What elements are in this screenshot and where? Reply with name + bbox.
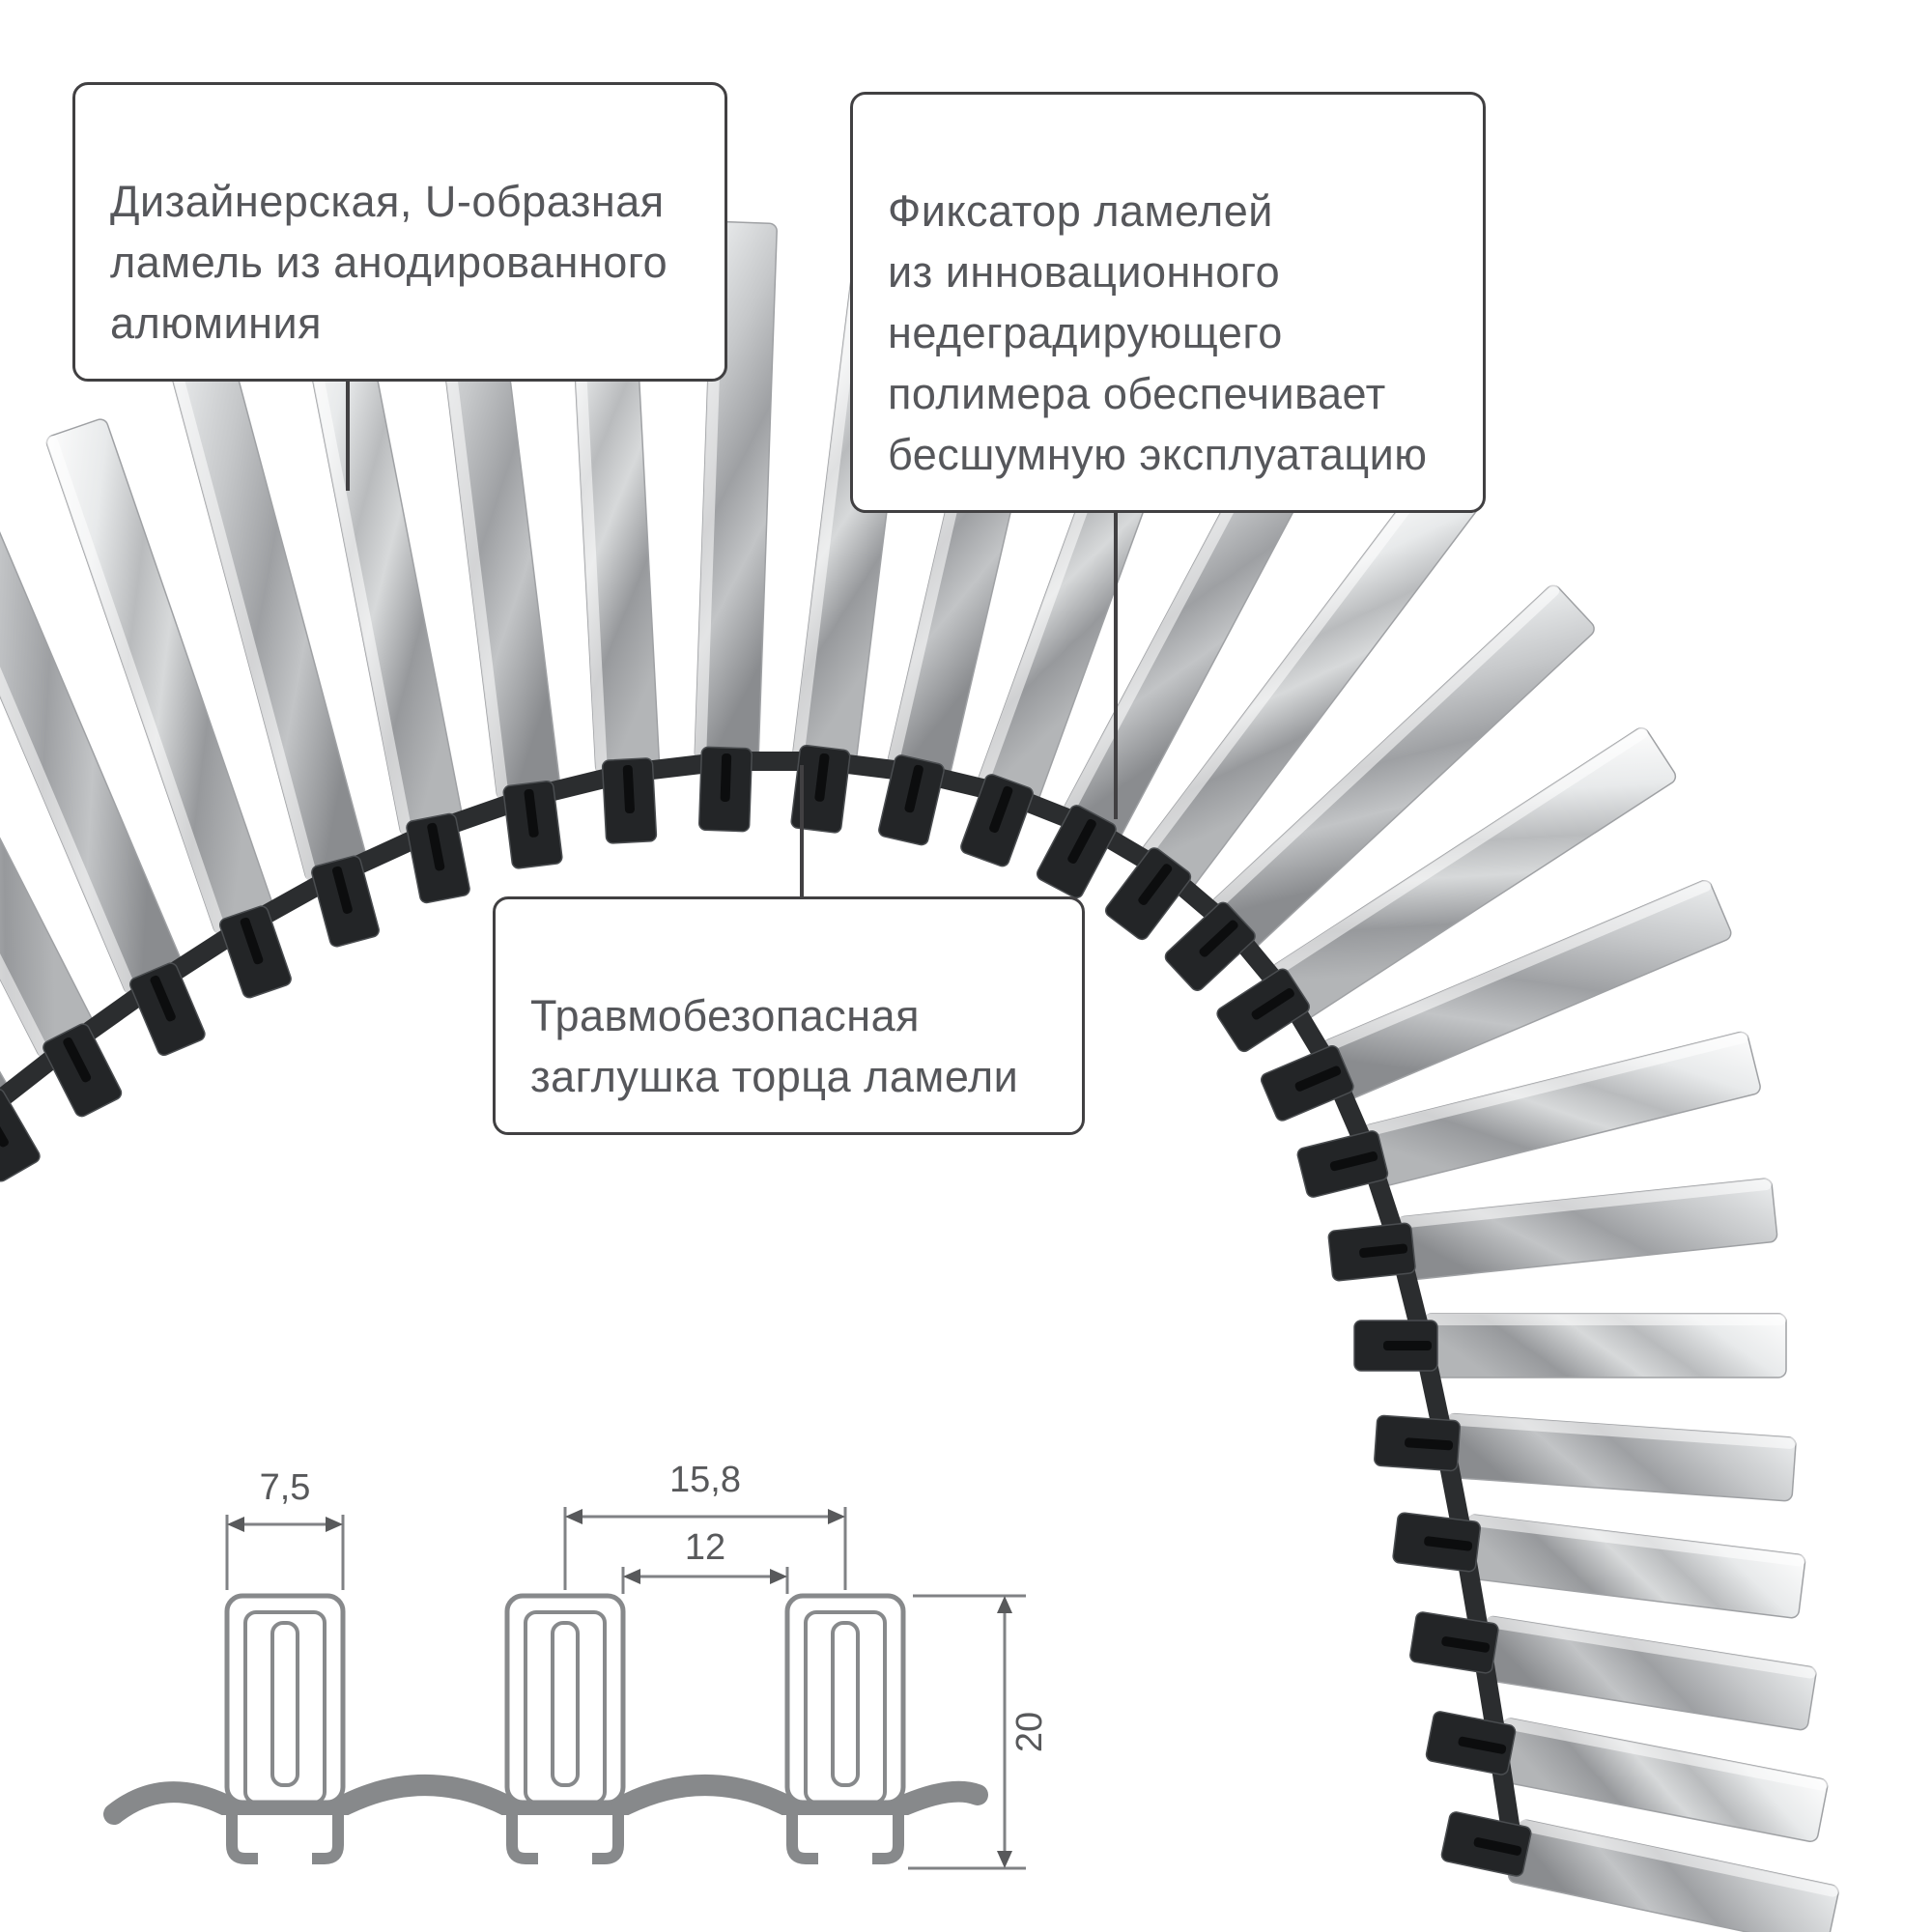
callout-fixator-text: Фиксатор ламелей из инновационного недег… [888, 186, 1428, 479]
dimension-drawing: 7,5 15,8 12 20 [103, 1460, 1050, 1870]
u-profile [787, 1596, 903, 1859]
lamella-clip [502, 780, 563, 869]
lamella-clip [878, 754, 945, 846]
lamella-clip [43, 1023, 123, 1118]
lamella-clip [1036, 805, 1117, 899]
dimension-7-5 [225, 1515, 345, 1590]
lamella-clip [0, 1088, 41, 1182]
callout-lamella-text: Дизайнерская, U-образная ламель из аноди… [110, 177, 668, 348]
arrow-icon [623, 1569, 640, 1584]
lamella-clip [1260, 1045, 1354, 1122]
lamella-clip [1327, 1222, 1416, 1282]
dimension-15-8 [563, 1507, 847, 1590]
callout-lamella: Дизайнерская, U-образная ламель из аноди… [72, 82, 727, 382]
arrow-icon [326, 1517, 343, 1532]
lamella-clip [1374, 1414, 1462, 1472]
callout-endcap: Травмобезопасная заглушка торца ламели [493, 896, 1085, 1135]
lamella-clip [219, 905, 292, 999]
lamella-clip [406, 812, 470, 904]
dim-label-15-8: 15,8 [669, 1460, 741, 1500]
dimension-12 [621, 1567, 789, 1594]
arrow-icon [828, 1509, 845, 1524]
lamella-clip [790, 744, 851, 834]
lamella-clip [1216, 968, 1310, 1053]
arrow-icon [997, 1596, 1012, 1613]
lamella-clip [1353, 1320, 1438, 1372]
lamella-blade [1442, 1412, 1797, 1502]
u-profile [507, 1596, 623, 1859]
lamella-clip [311, 855, 380, 948]
lamella-clip [960, 774, 1034, 867]
callout-endcap-text: Травмобезопасная заглушка торца ламели [530, 991, 1019, 1101]
lamella-clip [601, 757, 658, 844]
lamella-blade [1396, 1178, 1778, 1281]
lamella-clip [1409, 1611, 1499, 1674]
lamella-blade [1461, 1514, 1806, 1619]
base-strip [103, 1775, 988, 1825]
dimension-20 [908, 1594, 1026, 1870]
dim-label-12: 12 [685, 1527, 725, 1568]
arrow-icon [227, 1517, 244, 1532]
lamella-clip [1425, 1711, 1517, 1776]
arrow-icon [770, 1569, 787, 1584]
dim-label-7-5: 7,5 [260, 1467, 311, 1508]
arrow-icon [997, 1851, 1012, 1868]
lamella-blade [1423, 1313, 1787, 1378]
lamella-clip [129, 962, 206, 1057]
callout-fixator: Фиксатор ламелей из инновационного недег… [850, 92, 1486, 513]
u-profile [227, 1596, 343, 1859]
lamella-blade [1477, 1615, 1817, 1731]
lamella-clip [1392, 1512, 1482, 1573]
lamella-clip [697, 746, 753, 833]
lamella-clip [1104, 847, 1192, 941]
lamella-clip [1296, 1130, 1389, 1198]
dim-label-20: 20 [1009, 1712, 1050, 1752]
lamella-clip [1164, 901, 1256, 991]
lamella-clip [1440, 1811, 1532, 1877]
lamella-blade [1362, 1031, 1761, 1188]
arrow-icon [565, 1509, 582, 1524]
